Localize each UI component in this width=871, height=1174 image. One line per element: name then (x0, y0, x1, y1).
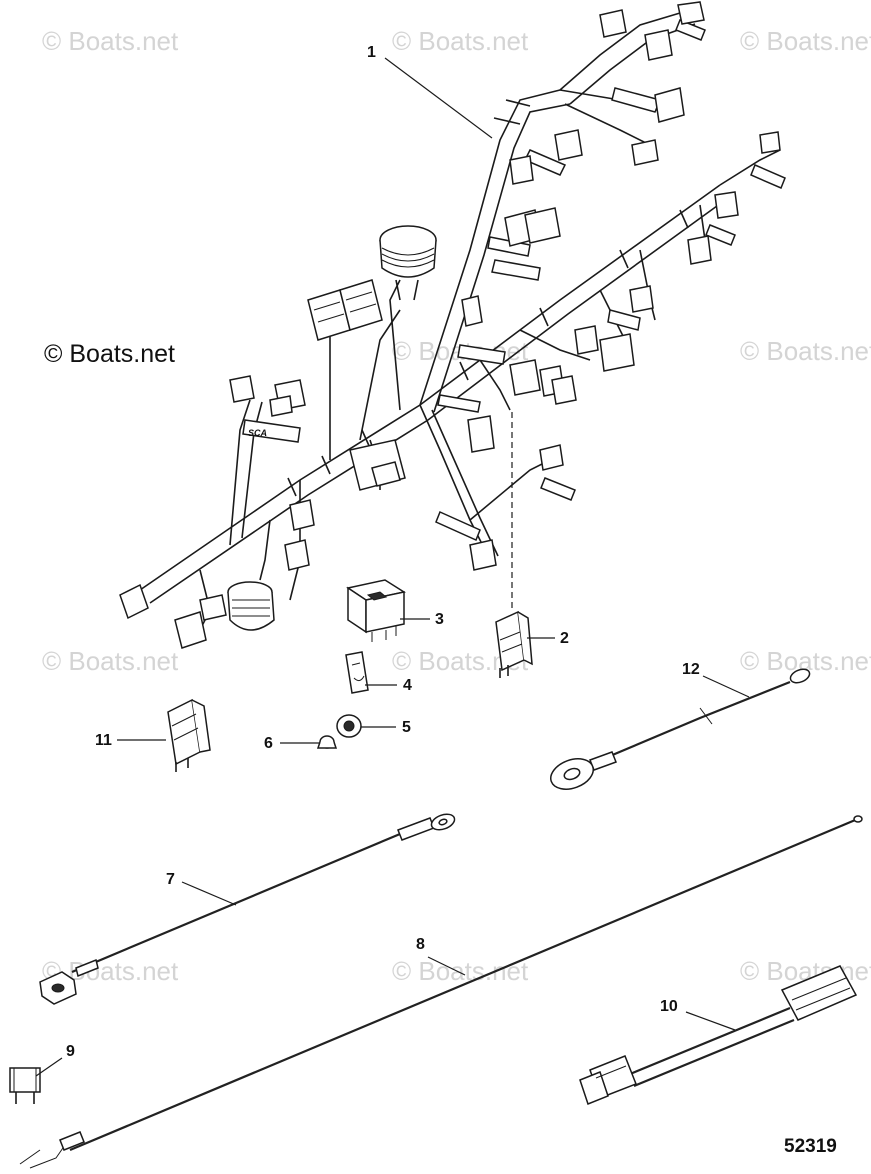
main-wiring-harness: SCA (119, 1, 786, 649)
leader-line-10 (685, 1011, 736, 1031)
watermark: © Boats.net (740, 336, 871, 366)
plug-item-6 (316, 735, 338, 749)
watermark: © Boats.net (42, 646, 179, 676)
harness-tag-label: SCA (248, 428, 267, 438)
cable-item-8 (19, 815, 863, 1169)
leader-line-1 (384, 57, 493, 139)
watermark: © Boats.net (392, 956, 529, 986)
leader-line-8 (427, 956, 466, 976)
callout-8: 8 (416, 936, 425, 953)
leader-line-12 (702, 675, 750, 698)
callout-11: 11 (95, 732, 112, 749)
callout-7: 7 (166, 871, 175, 888)
figure-number: 52319 (784, 1136, 837, 1157)
leader-line-7 (181, 881, 237, 906)
grommet-item-5 (336, 714, 362, 738)
connector-item-2 (495, 610, 533, 678)
callout-10: 10 (660, 998, 678, 1015)
callout-4: 4 (403, 677, 412, 694)
watermark: © Boats.net (42, 26, 179, 56)
callout-5: 5 (402, 719, 411, 736)
callout-12: 12 (682, 661, 700, 678)
battery-cable-item-7 (39, 813, 456, 1005)
callout-3: 3 (435, 611, 444, 628)
copyright-notice: © Boats.net (44, 340, 175, 368)
callout-1: 1 (367, 44, 376, 61)
ground-cable-item-12 (550, 668, 811, 790)
callout-6: 6 (264, 735, 273, 752)
callout-9: 9 (66, 1043, 75, 1060)
callout-2: 2 (560, 630, 569, 647)
relay-item-3 (346, 579, 406, 642)
connector-item-11 (167, 698, 211, 772)
adapter-harness-item-10 (579, 965, 858, 1105)
watermark: © Boats.net (392, 26, 529, 56)
fuse-item-9 (9, 1067, 41, 1104)
watermark: © Boats.net (740, 26, 871, 56)
clip-item-4 (345, 651, 369, 694)
leader-line-9 (35, 1057, 63, 1077)
